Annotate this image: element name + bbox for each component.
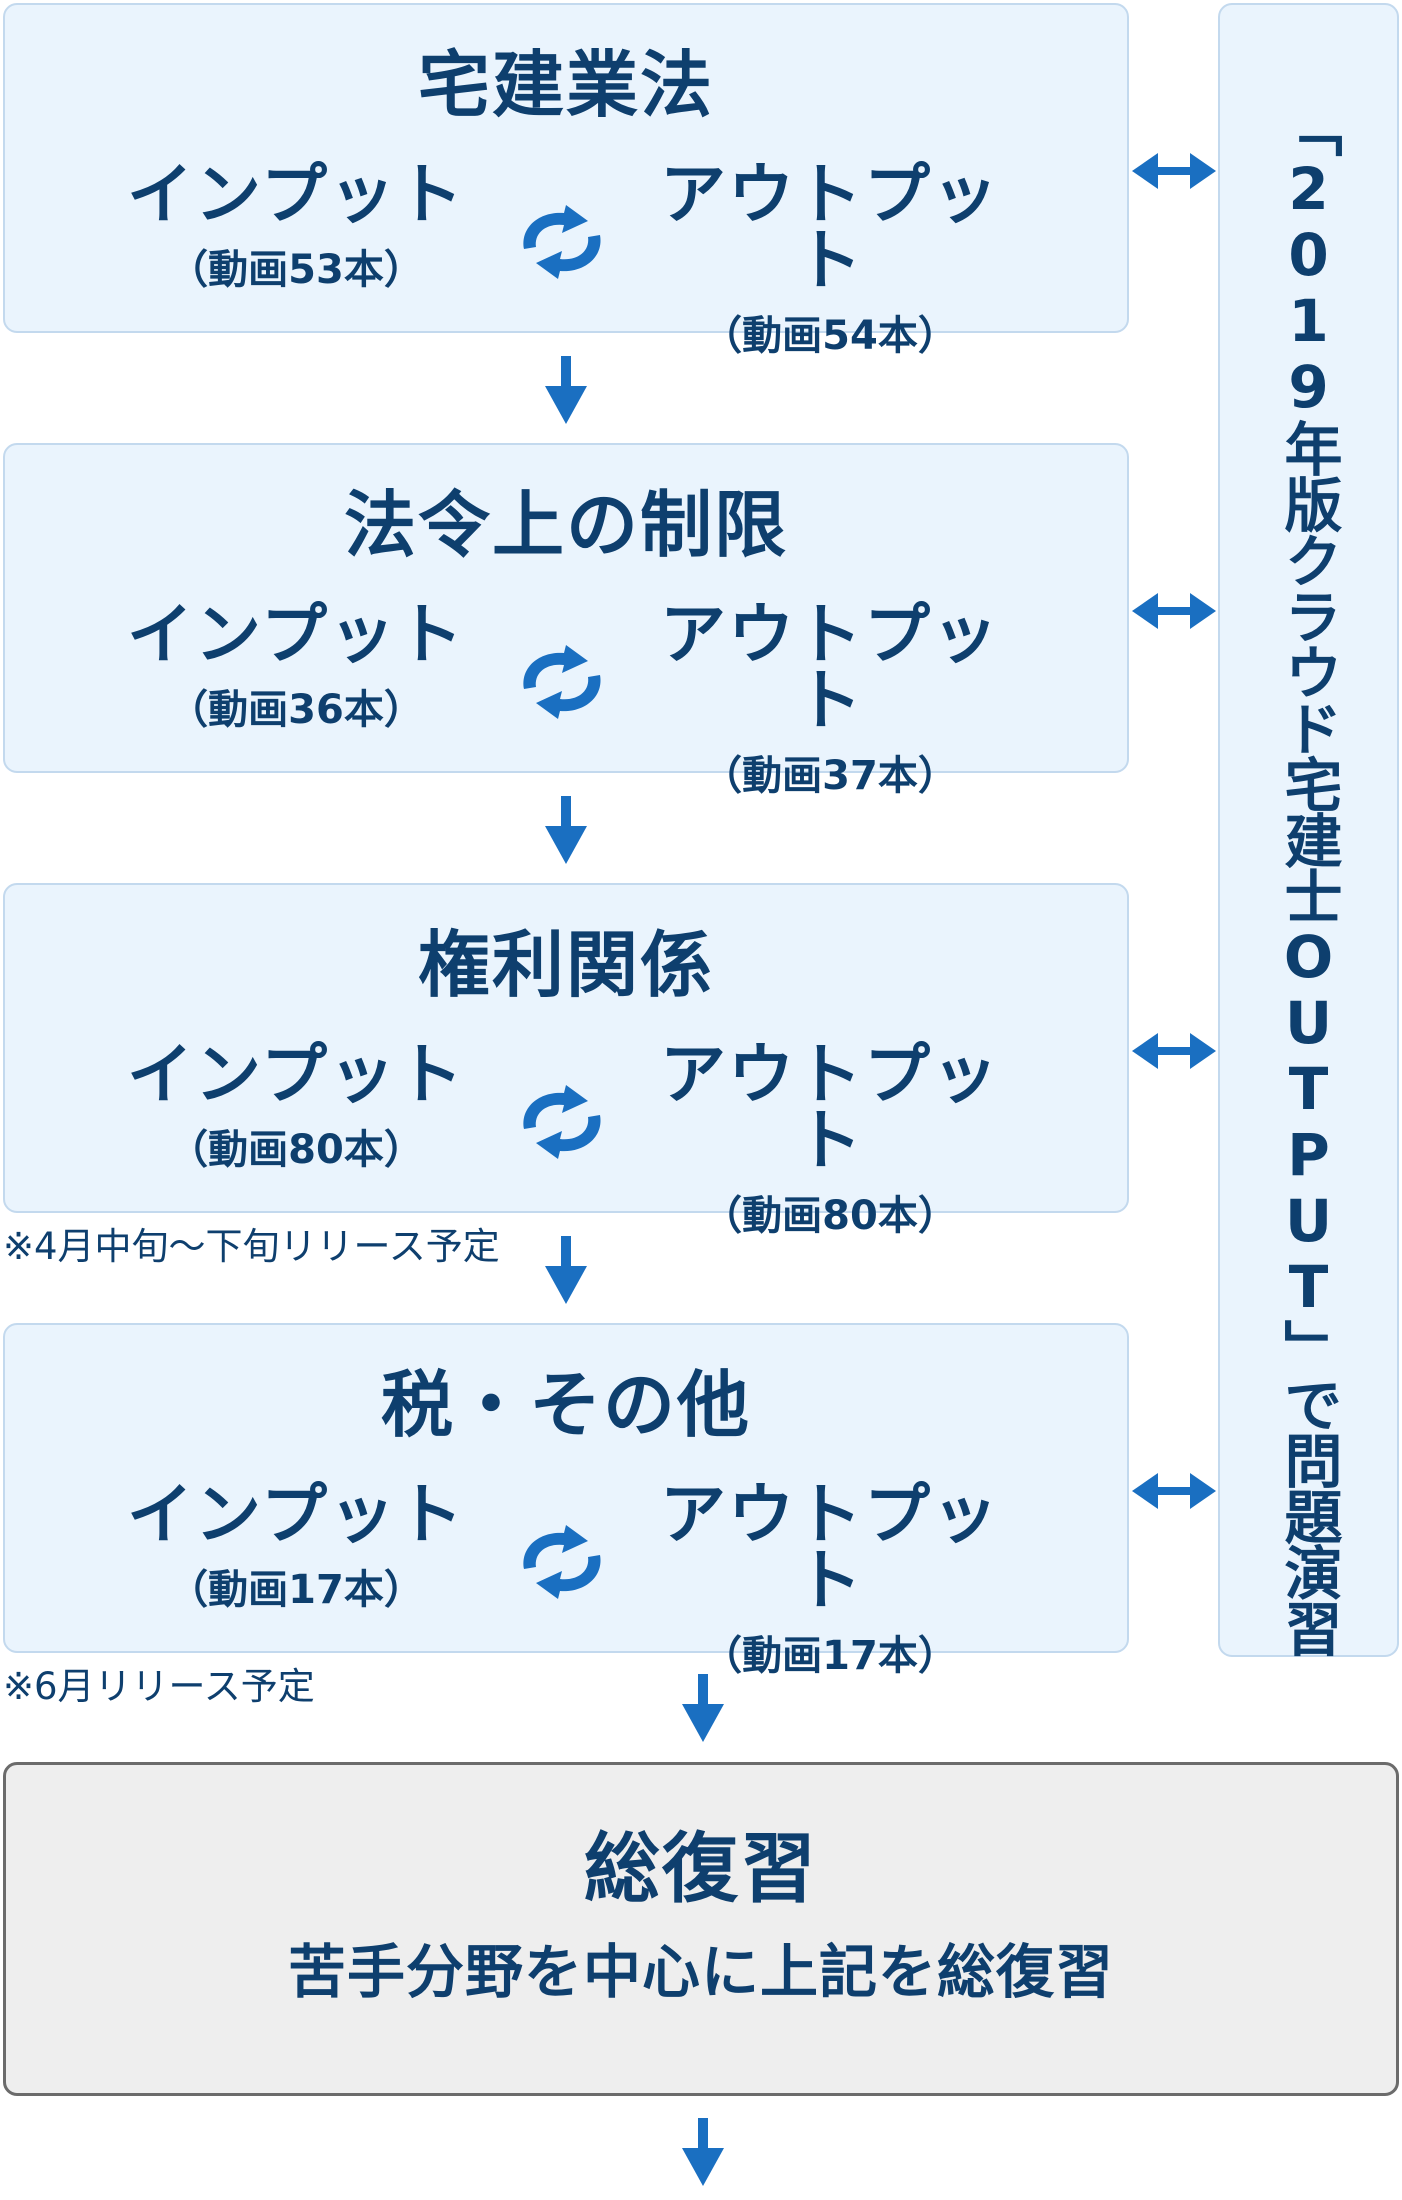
output-label: アウトプット: [660, 156, 1000, 299]
section-title: 税・その他: [380, 1363, 751, 1447]
input-label: インプット: [126, 1036, 466, 1113]
arrow-down-icon: [678, 2118, 728, 2188]
refresh-cycle-icon: [510, 203, 614, 281]
review-subtitle: 苦手分野を中心に上記を総復習: [287, 1938, 1114, 2006]
output-count: （動画37本）: [702, 753, 958, 799]
double-arrow-icon: [1132, 1469, 1216, 1513]
refresh-cycle-icon: [510, 1083, 614, 1161]
arrow-down-icon: [541, 1236, 591, 1306]
output-count: （動画80本）: [702, 1193, 958, 1239]
release-note-zei: ※6月リリース予定: [3, 1665, 315, 1708]
double-arrow-icon: [1132, 149, 1216, 193]
section-title: 権利関係: [417, 923, 714, 1007]
output-column: アウトプット （動画54本）: [640, 156, 1020, 359]
input-column: インプット （動画17本）: [106, 1476, 486, 1613]
section-takkengyoho: 宅建業法 インプット （動画53本） アウトプット （動画54本）: [3, 3, 1129, 356]
refresh-cycle-icon: [510, 643, 614, 721]
double-arrow-icon: [1132, 1029, 1216, 1073]
input-label: インプット: [126, 156, 466, 233]
double-arrow-icon: [1132, 589, 1216, 633]
input-label: インプット: [126, 1476, 466, 1553]
arrow-down-icon: [541, 796, 591, 866]
output-label: アウトプット: [660, 1036, 1000, 1179]
arrow-down-icon: [541, 356, 591, 426]
output-count: （動画54本）: [702, 313, 958, 359]
side-panel-output: 「2019年版クラウド宅建士OUTPUT」で問題演習: [1218, 3, 1399, 1657]
input-column: インプット （動画80本）: [106, 1036, 486, 1173]
review-box: 総復習 苦手分野を中心に上記を総復習: [3, 1762, 1399, 2096]
output-column: アウトプット （動画80本）: [640, 1036, 1020, 1239]
input-column: インプット （動画36本）: [106, 596, 486, 733]
output-count: （動画17本）: [702, 1633, 958, 1679]
section-horei: 法令上の制限 インプット （動画36本） アウトプット （動画37本）: [3, 443, 1129, 796]
input-column: インプット （動画53本）: [106, 156, 486, 293]
refresh-cycle-icon: [510, 1523, 614, 1601]
review-title: 総復習: [584, 1824, 818, 1913]
arrow-down-icon: [678, 1674, 728, 1744]
output-column: アウトプット （動画17本）: [640, 1476, 1020, 1679]
input-label: インプット: [126, 596, 466, 673]
input-count: （動画17本）: [168, 1567, 424, 1613]
side-panel-text: 「2019年版クラウド宅建士OUTPUT」で問題演習: [1274, 99, 1343, 1655]
section-title: 法令上の制限: [343, 483, 788, 567]
section-zei: 税・その他 インプット （動画17本） アウトプット （動画17本）: [3, 1323, 1129, 1676]
output-column: アウトプット （動画37本）: [640, 596, 1020, 799]
release-note-kenri: ※4月中旬～下旬リリース予定: [3, 1225, 500, 1268]
input-count: （動画80本）: [168, 1127, 424, 1173]
section-kenri: 権利関係 インプット （動画80本） アウトプット （動画80本）: [3, 883, 1129, 1236]
output-label: アウトプット: [660, 596, 1000, 739]
section-title: 宅建業法: [417, 43, 714, 127]
input-count: （動画53本）: [168, 247, 424, 293]
output-label: アウトプット: [660, 1476, 1000, 1619]
input-count: （動画36本）: [168, 687, 424, 733]
